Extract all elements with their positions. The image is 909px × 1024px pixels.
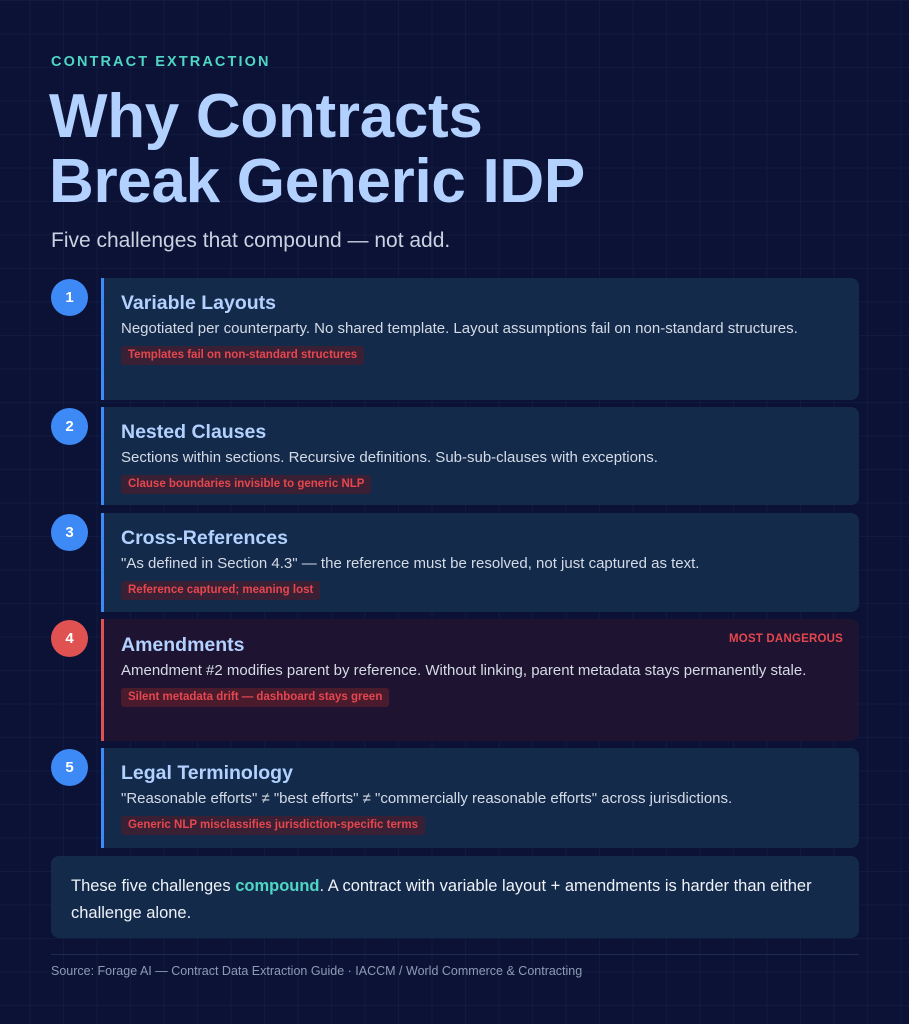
title-line-2: Break Generic IDP xyxy=(49,147,585,216)
challenge-card: Nested Clauses Sections within sections.… xyxy=(101,407,859,505)
challenge-item-nested-clauses: 2 Nested Clauses Sections within section… xyxy=(51,407,859,505)
challenge-description: "Reasonable efforts" ≠ "best efforts" ≠ … xyxy=(121,790,733,807)
number-badge: 4 xyxy=(51,620,88,657)
challenge-item-amendments: 4 Amendments MOST DANGEROUS Amendment #2… xyxy=(51,619,859,741)
failure-tag: Generic NLP misclassifies jurisdiction-s… xyxy=(121,816,425,835)
challenge-title: Amendments xyxy=(121,634,245,656)
challenge-title: Variable Layouts xyxy=(121,292,276,314)
challenge-description: "As defined in Section 4.3" — the refere… xyxy=(121,555,700,572)
subtitle: Five challenges that compound — not add. xyxy=(51,229,451,252)
failure-tag: Templates fail on non-standard structure… xyxy=(121,346,365,365)
challenge-description: Sections within sections. Recursive defi… xyxy=(121,449,658,466)
challenge-card: Variable Layouts Negotiated per counterp… xyxy=(101,278,859,400)
title-line-1: Why Contracts xyxy=(49,82,483,151)
challenge-card: Cross-References "As defined in Section … xyxy=(101,513,859,612)
challenge-description: Amendment #2 modifies parent by referenc… xyxy=(121,662,807,679)
summary-text-before: These five challenges xyxy=(71,877,236,895)
number-badge: 1 xyxy=(51,279,88,316)
most-dangerous-badge: MOST DANGEROUS xyxy=(729,633,843,645)
number-badge: 2 xyxy=(51,408,88,445)
kicker-label: CONTRACT EXTRACTION xyxy=(51,54,271,70)
summary-highlight: compound xyxy=(235,877,320,895)
challenge-item-cross-references: 3 Cross-References "As defined in Sectio… xyxy=(51,513,859,612)
challenge-item-variable-layouts: 1 Variable Layouts Negotiated per counte… xyxy=(51,278,859,400)
source-citation: Source: Forage AI — Contract Data Extrac… xyxy=(51,964,583,978)
summary-callout: These five challenges compound. A contra… xyxy=(51,856,859,938)
challenge-card: Legal Terminology "Reasonable efforts" ≠… xyxy=(101,748,859,848)
number-badge: 3 xyxy=(51,514,88,551)
challenge-title: Cross-References xyxy=(121,527,288,549)
number-badge: 5 xyxy=(51,749,88,786)
challenge-item-legal-terminology: 5 Legal Terminology "Reasonable efforts"… xyxy=(51,748,859,848)
failure-tag: Silent metadata drift — dashboard stays … xyxy=(121,688,390,707)
failure-tag: Reference captured; meaning lost xyxy=(121,581,321,600)
summary-text-after: . A contract with variable layout + amen… xyxy=(71,877,812,922)
challenge-title: Legal Terminology xyxy=(121,762,293,784)
challenge-description: Negotiated per counterparty. No shared t… xyxy=(121,320,798,337)
challenge-card: Amendments MOST DANGEROUS Amendment #2 m… xyxy=(101,619,859,741)
footer-divider xyxy=(51,954,859,955)
challenge-title: Nested Clauses xyxy=(121,421,267,443)
page-title: Why Contracts Break Generic IDP xyxy=(49,84,585,214)
failure-tag: Clause boundaries invisible to generic N… xyxy=(121,475,372,494)
